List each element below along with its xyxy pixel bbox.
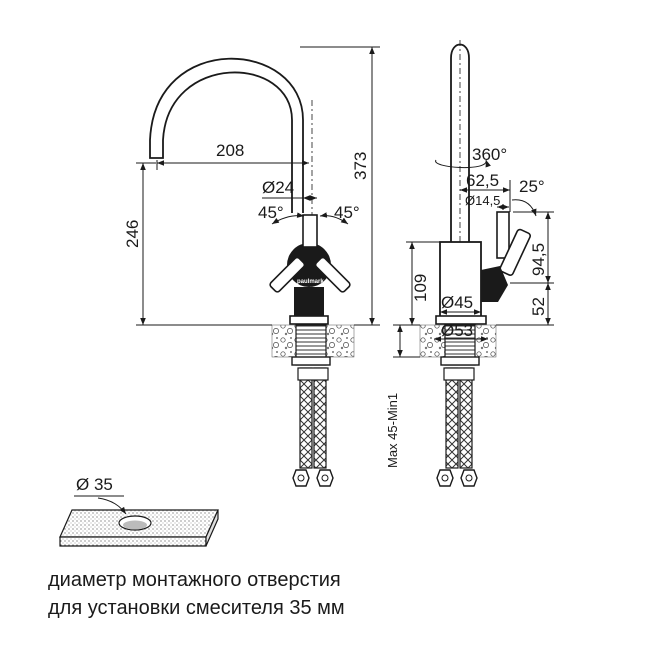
hole-diameter-label: Ø 35: [76, 475, 113, 494]
rotation-angle: 360°: [472, 145, 507, 164]
front-spout: [149, 57, 304, 213]
dim-handle-diameter: Ø24: [262, 178, 294, 197]
brand-label: paulmark: [297, 279, 324, 285]
side-hose-left: [445, 367, 459, 469]
dim-handle-depth: 62,5: [466, 171, 499, 190]
dim-cap-diameter: Ø14,5: [465, 193, 500, 208]
caption-line-2: для установки смесителя 35 мм: [48, 597, 345, 619]
dim-mount-thickness: Max 45-Min1: [385, 393, 400, 468]
dim-tilt-angle: 25°: [519, 177, 545, 196]
dim-body-height: 109: [411, 274, 430, 302]
dim-handle-base: 52: [529, 297, 548, 316]
front-handle-ball: [287, 243, 331, 287]
hole-detail: Ø 35: [59, 475, 219, 547]
front-hose-left: [299, 367, 313, 469]
dim-body-diameter: Ø45: [441, 293, 473, 312]
angle-left: 45°: [258, 203, 284, 222]
dim-spout-height: 246: [123, 220, 142, 248]
caption-line-1: диаметр монтажного отверстия: [48, 569, 341, 591]
dim-handle-height: 94,5: [529, 243, 548, 276]
front-hose-right: [313, 367, 327, 469]
dim-base-diameter: Ø53: [441, 321, 473, 340]
front-view: paulmark 208: [123, 46, 380, 487]
dim-total-height: 373: [351, 152, 370, 180]
countertop-slab-front: [59, 536, 207, 547]
side-view: 360° 62,5 Ø14,5 25°: [385, 40, 554, 487]
dim-reach: 208: [216, 141, 244, 160]
side-hose-right: [459, 367, 473, 469]
angle-right: 45°: [334, 203, 360, 222]
